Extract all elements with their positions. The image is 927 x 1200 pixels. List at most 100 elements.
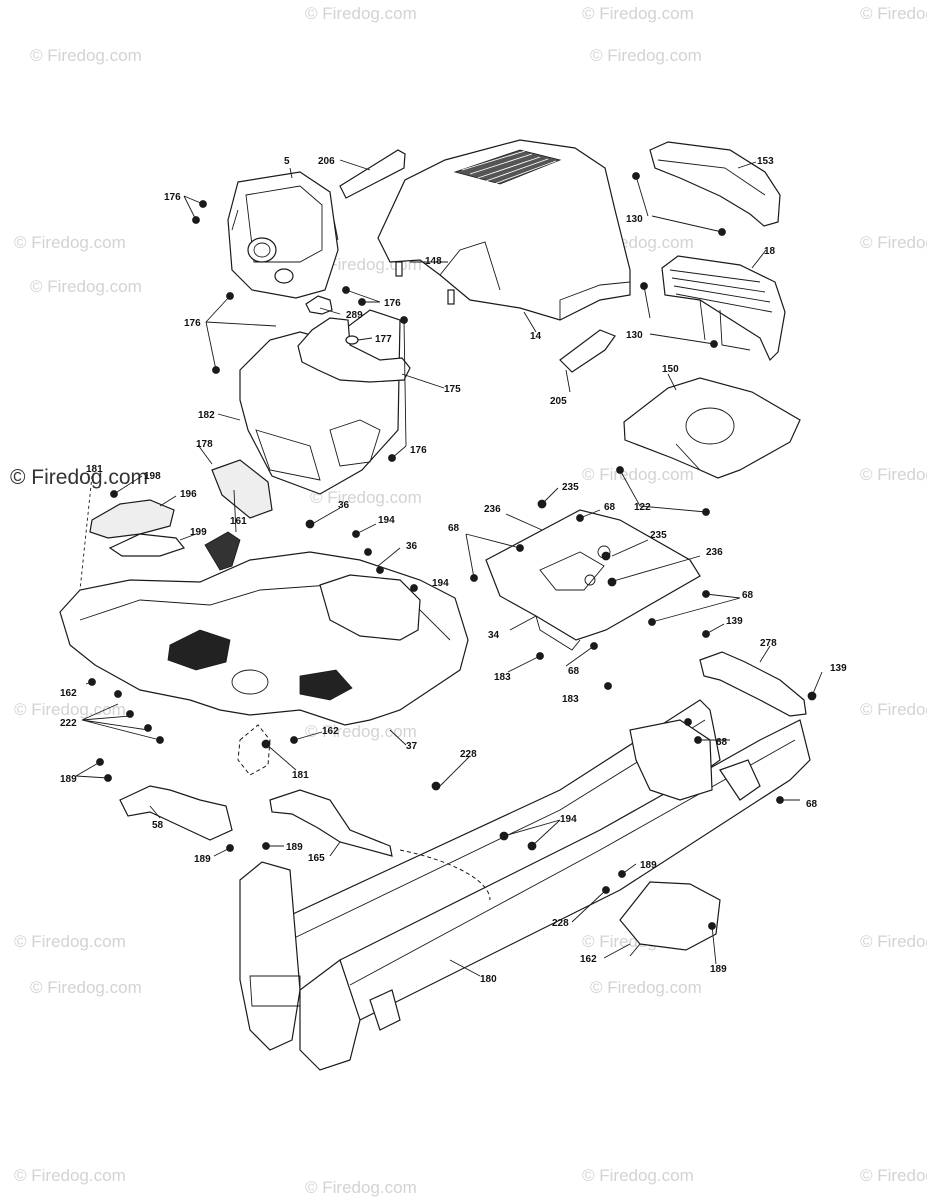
callout-68: 68 [604,502,616,513]
callout-176: 176 [410,445,427,456]
callout-198: 198 [144,471,161,482]
callout-177: 177 [375,334,392,345]
callout-68: 68 [568,666,580,677]
watermark: © Firedog.com [305,4,417,23]
leader-lines [75,159,823,977]
watermark: © Firedog.com [582,4,694,23]
callout-34: 34 [488,630,500,641]
callout-235: 235 [650,530,667,541]
callout-176: 176 [184,318,201,329]
callout-139: 139 [726,616,743,627]
callout-189: 189 [640,860,657,871]
pin-148 [395,261,403,277]
watermark: © Firedog.com [30,978,142,997]
vent-178 [211,459,273,519]
callout-178: 178 [196,439,213,450]
callout-175: 175 [444,384,461,395]
callout-228: 228 [552,918,569,929]
cover-162 [619,881,721,951]
callout-228: 228 [460,749,477,760]
callout-18: 18 [764,246,776,257]
part-177 [345,335,359,345]
watermark: © Firedog.com [860,465,927,484]
callout-130: 130 [626,214,643,225]
pin-148b [447,289,455,305]
callout-189: 189 [286,842,303,853]
callout-37: 37 [406,741,418,752]
watermark: © Firedog.com [14,932,126,951]
callout-162: 162 [322,726,339,737]
callout-189: 189 [710,964,727,975]
callout-162: 162 [580,954,597,965]
callout-181: 181 [86,464,103,475]
callout-205: 205 [550,396,567,407]
clip-289 [305,295,333,315]
rod-165 [269,789,393,857]
guide-165 [399,849,491,901]
watermark-dark: © Firedog.com [10,466,149,489]
callout-176: 176 [384,298,401,309]
watermark: © Firedog.com [582,1166,694,1185]
front-grille [661,255,786,362]
dash-bracket-175 [297,317,411,383]
callout-5: 5 [284,156,290,167]
callout-68: 68 [742,590,754,601]
callout-289: 289 [346,310,363,321]
watermark: © Firedog.com [14,1166,126,1185]
callout-58: 58 [152,820,164,831]
callout-194: 194 [560,814,577,825]
callout-14: 14 [530,331,542,342]
dash-panel [227,171,339,299]
watermark: © Firedog.com [860,700,927,719]
callout-165: 165 [308,853,325,864]
callout-68: 68 [716,737,728,748]
callout-68: 68 [806,799,818,810]
callout-162: 162 [60,688,77,699]
watermark: © Firedog.com [14,700,126,719]
callout-182: 182 [198,410,215,421]
callout-150: 150 [662,364,679,375]
callout-206: 206 [318,156,335,167]
callout-122: 122 [634,502,651,513]
callout-278: 278 [760,638,777,649]
hood [377,139,631,321]
callout-194: 194 [378,515,395,526]
callout-180: 180 [480,974,497,985]
mounting-plate-34 [485,509,701,651]
callout-labels: 5 206 153 176 148 130 18 176 176 289 14 … [60,156,847,985]
watermark: © Firedog.com [305,1178,417,1197]
watermark: © Firedog.com [590,46,702,65]
callout-236: 236 [706,547,723,558]
callout-68: 68 [448,523,460,534]
hood-trim-206 [339,149,406,199]
part-161 [204,531,241,571]
watermark: © Firedog.com [860,1166,927,1185]
callout-139: 139 [830,663,847,674]
headlight-lens [649,141,781,227]
watermark: © Firedog.com [860,932,927,951]
callout-196: 196 [180,489,197,500]
watermark: © Firedog.com [14,233,126,252]
watermark: © Firedog.com [305,722,417,741]
callout-36: 36 [406,541,418,552]
panel-205 [559,329,616,373]
callout-183: 183 [494,672,511,683]
part-199 [108,533,186,557]
callout-176: 176 [164,192,181,203]
callout-222: 222 [60,718,77,729]
callout-130: 130 [626,330,643,341]
callout-161: 161 [230,516,247,527]
part-196 [89,499,175,539]
fasteners [88,172,817,930]
hood-vent-grille [453,149,562,185]
frame-180 [239,699,811,1071]
body-37 [59,551,469,776]
callout-235: 235 [562,482,579,493]
callout-148: 148 [425,256,442,267]
callout-189: 189 [60,774,77,785]
battery-cover [623,377,801,479]
callout-189: 189 [194,854,211,865]
watermark: © Firedog.com [860,4,927,23]
